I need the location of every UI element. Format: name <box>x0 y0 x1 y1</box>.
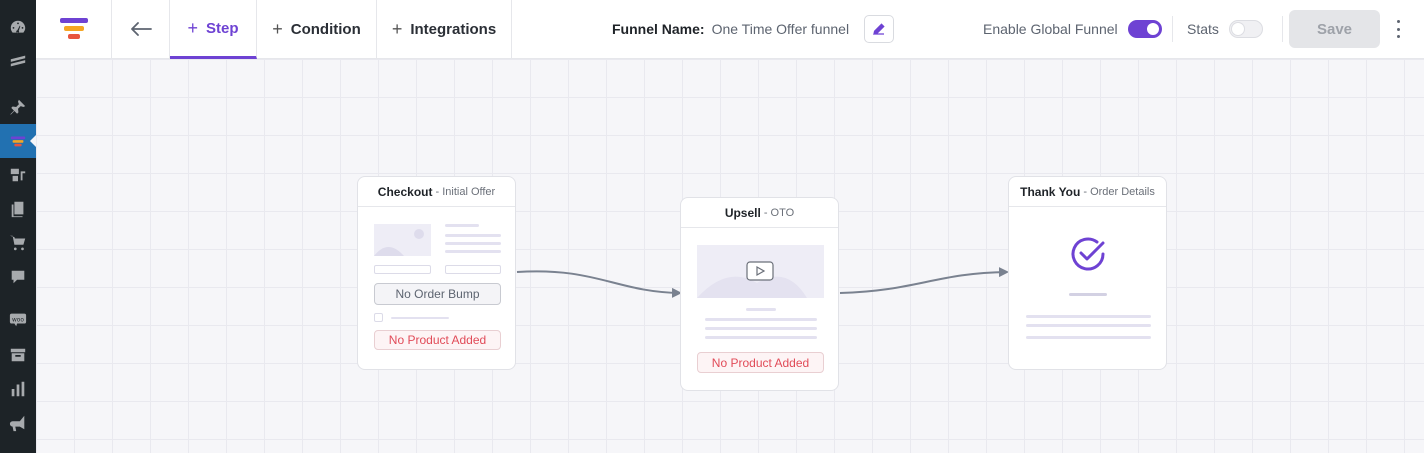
global-funnel-label: Enable Global Funnel <box>983 21 1118 37</box>
node-header: Thank You - Order Details <box>1009 177 1166 207</box>
video-placeholder-icon <box>697 245 824 298</box>
sidebar-item-analytics[interactable] <box>0 372 36 406</box>
funnel-name: Funnel Name: One Time Offer funnel <box>612 0 895 58</box>
node-subtitle: - Initial Offer <box>435 185 496 198</box>
pages-icon <box>11 201 24 218</box>
media-icon <box>10 168 26 182</box>
funnel-name-label: Funnel Name: <box>612 21 705 37</box>
funnel-logo-icon <box>59 18 88 39</box>
switch-knob <box>1146 23 1159 35</box>
placeholder-line <box>1026 336 1151 339</box>
stats-label: Stats <box>1187 21 1219 37</box>
tab-step-label: Step <box>206 19 239 37</box>
placeholder-line <box>445 250 501 253</box>
tab-integrations[interactable]: + Integrations <box>377 0 512 59</box>
step-node-thankyou[interactable]: Thank You - Order Details <box>1008 176 1167 370</box>
placeholder-line <box>445 242 501 245</box>
step-node-checkout[interactable]: Checkout - Initial Offer No Order Bump N… <box>357 176 516 370</box>
back-button[interactable] <box>112 0 170 58</box>
sidebar-item-marketing[interactable] <box>0 406 36 440</box>
placeholder-line <box>1069 293 1107 296</box>
connector-checkout-upsell[interactable] <box>516 270 682 298</box>
pencil-icon <box>873 23 885 35</box>
plus-icon: + <box>187 17 198 38</box>
dot <box>1396 27 1400 31</box>
save-button[interactable]: Save <box>1289 10 1380 48</box>
step-node-upsell[interactable]: Upsell - OTO No Product Added <box>680 197 839 391</box>
sidebar-item-brand[interactable] <box>0 44 36 78</box>
global-funnel-toggle-group: Enable Global Funnel <box>983 0 1162 58</box>
node-title: Checkout <box>377 184 433 199</box>
brand-slash-icon <box>10 55 26 67</box>
sidebar-item-dashboard[interactable] <box>0 10 36 44</box>
checkbox-placeholder <box>374 313 383 322</box>
tab-step[interactable]: + Step <box>170 0 257 59</box>
pin-icon <box>10 99 26 115</box>
stats-switch[interactable] <box>1228 20 1263 38</box>
sidebar-item-pages[interactable] <box>0 192 36 226</box>
node-header: Upsell - OTO <box>681 198 838 228</box>
node-subtitle: - OTO <box>763 206 795 219</box>
sidebar-item-funnels[interactable] <box>0 124 36 158</box>
sidebar-item-woocommerce[interactable]: woo <box>0 302 36 336</box>
plus-icon: + <box>272 19 283 39</box>
divider <box>1282 16 1283 42</box>
cart-icon <box>9 235 26 251</box>
edit-funnel-name-button[interactable] <box>864 15 895 43</box>
placeholder-line <box>705 336 817 339</box>
archive-icon <box>10 348 26 362</box>
check-circle-icon <box>1071 237 1105 271</box>
order-bump-button[interactable]: No Order Bump <box>374 283 501 305</box>
placeholder-line <box>445 224 479 227</box>
image-placeholder-icon <box>374 224 431 256</box>
no-product-button[interactable]: No Product Added <box>697 352 824 373</box>
funnel-toolbar: + Step + Condition + Integrations Funnel… <box>36 0 1424 59</box>
switch-knob <box>1231 23 1244 35</box>
dashboard-icon <box>10 20 26 34</box>
tab-condition[interactable]: + Condition <box>257 0 377 59</box>
placeholder-field <box>445 265 501 274</box>
dot <box>1396 20 1400 23</box>
connector-lines <box>516 267 1009 298</box>
sidebar-item-posts[interactable] <box>0 90 36 124</box>
divider <box>1172 16 1173 42</box>
placeholder-line <box>705 327 817 330</box>
dot <box>1396 35 1400 38</box>
more-options-button[interactable] <box>1392 17 1404 41</box>
funnel-name-value: One Time Offer funnel <box>711 21 850 37</box>
placeholder-field <box>374 265 431 274</box>
placeholder-line <box>746 308 776 311</box>
woo-text: woo <box>12 317 24 323</box>
woo-icon: woo <box>9 313 27 327</box>
node-header: Checkout - Initial Offer <box>358 177 515 207</box>
node-subtitle: - Order Details <box>1083 185 1155 198</box>
placeholder-line <box>445 234 501 237</box>
placeholder-line <box>705 318 817 321</box>
sidebar-item-comments[interactable] <box>0 260 36 294</box>
arrow-left-icon <box>130 22 152 36</box>
placeholder-line <box>391 317 449 319</box>
placeholder-line <box>1026 315 1151 318</box>
sidebar-item-media[interactable] <box>0 158 36 192</box>
stats-toggle-group: Stats <box>1187 0 1263 58</box>
plus-icon: + <box>391 19 403 39</box>
app-logo[interactable] <box>36 0 112 58</box>
analytics-icon <box>11 381 25 397</box>
no-product-button[interactable]: No Product Added <box>374 330 501 350</box>
wp-admin-sidebar: woo <box>0 0 36 453</box>
megaphone-icon <box>9 415 25 432</box>
connector-upsell-thankyou[interactable] <box>839 267 1009 294</box>
sidebar-item-archive[interactable] <box>0 338 36 372</box>
tab-condition-label: Condition <box>290 21 361 38</box>
global-funnel-switch[interactable] <box>1127 20 1162 38</box>
funnel-icon <box>10 136 26 147</box>
funnel-canvas[interactable]: Checkout - Initial Offer No Order Bump N… <box>36 59 1424 453</box>
node-title: Upsell <box>724 205 761 220</box>
sidebar-item-shop[interactable] <box>0 226 36 260</box>
placeholder-line <box>1026 324 1151 327</box>
node-title: Thank You <box>1020 184 1081 199</box>
tab-integrations-label: Integrations <box>410 21 497 38</box>
comment-icon <box>11 270 25 284</box>
